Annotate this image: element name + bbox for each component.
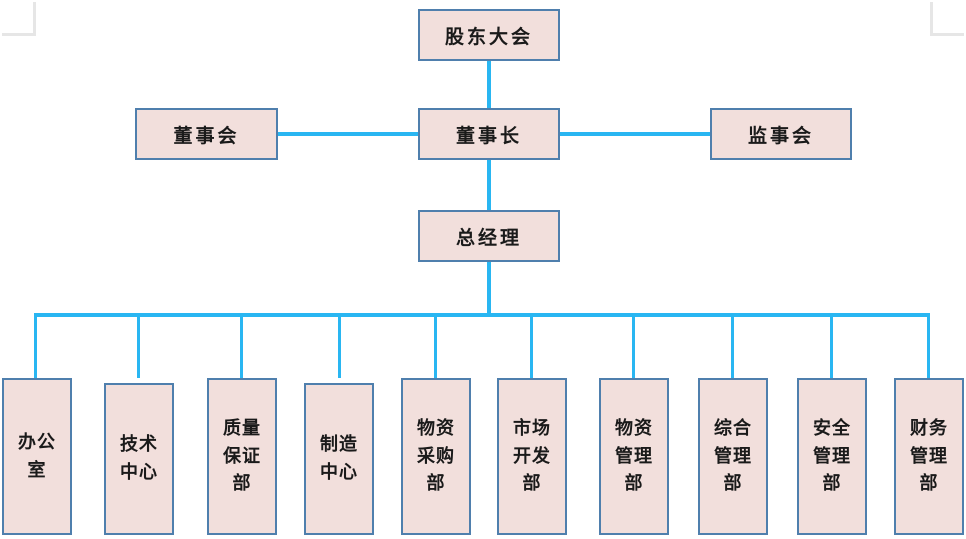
connector-department-bus: [34, 313, 930, 317]
node-label: 安全 管理 部: [813, 417, 851, 494]
node-general-manager[interactable]: 总经理: [418, 210, 560, 262]
node-label: 董事会: [173, 125, 240, 147]
node-department-office[interactable]: 办公 室: [2, 378, 72, 535]
node-department-materials-procurement[interactable]: 物资 采购 部: [401, 378, 471, 535]
node-shareholders-meeting[interactable]: 股东大会: [418, 9, 560, 61]
node-label: 财务 管理 部: [910, 417, 948, 494]
node-label: 物资 采购 部: [417, 417, 455, 494]
node-department-financial-management[interactable]: 财务 管理 部: [894, 378, 964, 535]
connector-drop-8: [731, 313, 734, 378]
node-department-technology-center[interactable]: 技术 中心: [104, 383, 174, 535]
node-label: 董事长: [455, 125, 522, 147]
node-label: 制造 中心: [320, 434, 358, 482]
connector-gm-stem: [487, 260, 491, 316]
connector-drop-1: [34, 313, 37, 378]
connector-drop-9: [830, 313, 833, 378]
node-department-market-development[interactable]: 市场 开发 部: [497, 378, 567, 535]
connector-drop-10: [927, 313, 930, 378]
node-label: 综合 管理 部: [714, 417, 752, 494]
connector-drop-3: [240, 313, 243, 378]
node-label: 总经理: [455, 227, 522, 249]
node-board-of-directors[interactable]: 董事会: [135, 108, 278, 160]
connector-drop-2: [137, 313, 140, 378]
node-label: 股东大会: [444, 26, 533, 48]
node-department-general-management[interactable]: 综合 管理 部: [698, 378, 768, 535]
node-department-materials-management[interactable]: 物资 管理 部: [599, 378, 669, 535]
connector-drop-7: [632, 313, 635, 378]
node-label: 监事会: [747, 125, 814, 147]
crop-mark-top-left: [2, 2, 36, 36]
node-chairman[interactable]: 董事长: [418, 108, 560, 160]
connector-board-to-chairman: [277, 132, 419, 136]
node-label: 办公 室: [18, 431, 56, 480]
node-board-of-supervisors[interactable]: 监事会: [710, 108, 852, 160]
node-label: 市场 开发 部: [513, 417, 551, 494]
connector-drop-6: [530, 313, 533, 378]
node-department-safety-management[interactable]: 安全 管理 部: [797, 378, 867, 535]
connector-chairman-to-supervisors: [558, 132, 711, 136]
node-label: 物资 管理 部: [615, 417, 653, 494]
node-department-quality-assurance[interactable]: 质量 保证 部: [207, 378, 277, 535]
connector-chairman-to-gm: [487, 159, 491, 212]
connector-drop-5: [434, 313, 437, 378]
connector-drop-4: [338, 313, 341, 378]
node-label: 技术 中心: [120, 434, 158, 482]
crop-mark-top-right: [930, 2, 964, 36]
node-label: 质量 保证 部: [223, 417, 261, 494]
node-department-manufacturing-center[interactable]: 制造 中心: [304, 383, 374, 535]
connector-shareholders-to-chairman: [487, 60, 491, 113]
